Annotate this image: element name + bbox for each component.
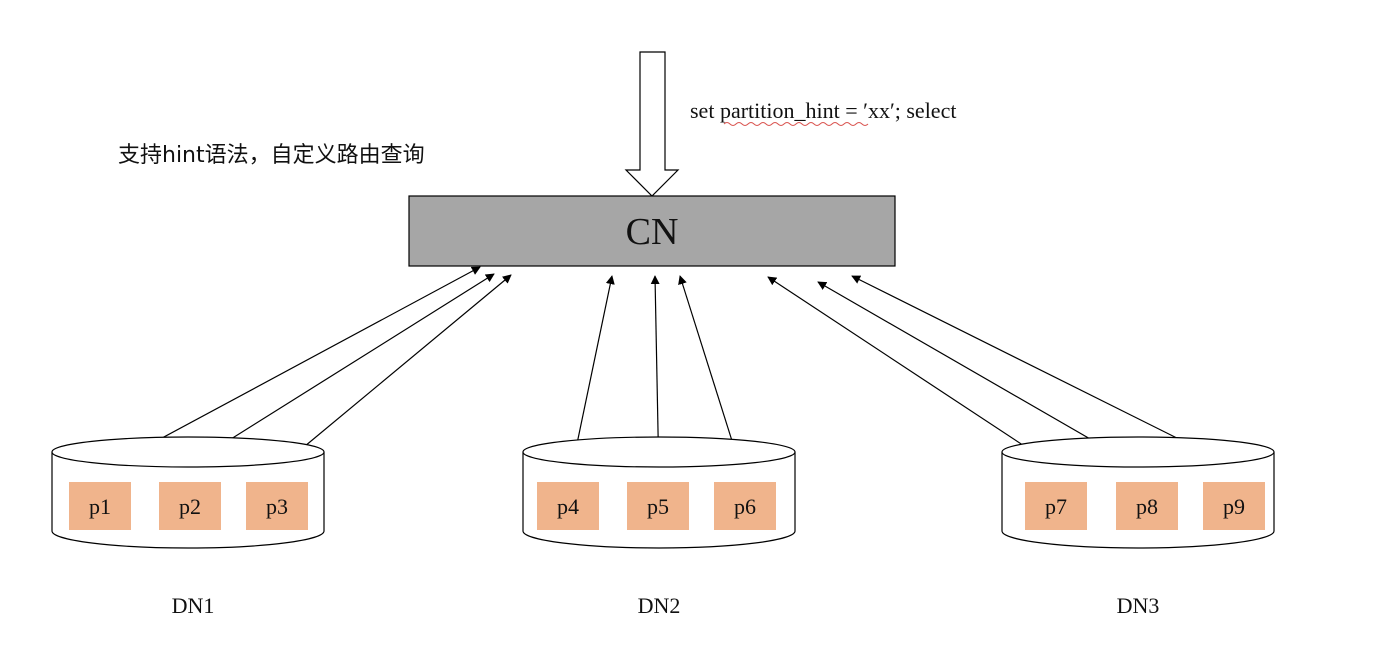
partition-box	[246, 482, 308, 530]
incoming-query-arrow	[624, 51, 680, 197]
dn2-node: p4 p5 p6 DN2	[522, 436, 796, 618]
arrow-p2-to-cn	[187, 273, 495, 467]
partition-label: p6	[734, 494, 756, 519]
partition-box	[1116, 482, 1178, 530]
dn3-node: p7 p8 p9 DN3	[1001, 436, 1275, 618]
dn2-label: DN2	[638, 593, 681, 618]
partition-label: p3	[266, 494, 288, 519]
arrow-p1-to-cn	[109, 266, 481, 467]
arrow-p3-to-cn	[286, 274, 512, 462]
partition-box	[1203, 482, 1265, 530]
arrow-p7-to-cn	[767, 276, 1048, 462]
partition-label: p7	[1045, 494, 1067, 519]
partition-box	[159, 482, 221, 530]
partition-box	[1025, 482, 1087, 530]
dn1-cylinder-top	[51, 436, 325, 468]
arrow-p8-to-cn	[817, 281, 1138, 467]
sql-suffix: = ′xx′; select	[840, 98, 957, 123]
partition-box	[627, 482, 689, 530]
dn1-label: DN1	[172, 593, 215, 618]
caption-text: 支持hint语法，自定义路由查询	[118, 143, 425, 168]
spellcheck-underline	[723, 122, 869, 126]
partition-label: p1	[89, 494, 111, 519]
partition-box	[714, 482, 776, 530]
sql-keyword: partition_hint	[720, 98, 840, 123]
partition-label: p2	[179, 494, 201, 519]
dn2-cylinder-top	[522, 436, 796, 468]
cn-box	[408, 195, 896, 267]
dn3-label: DN3	[1117, 593, 1160, 618]
partition-label: p9	[1223, 494, 1245, 519]
partition-label: p4	[557, 494, 579, 519]
partition-box	[537, 482, 599, 530]
dn1-node: p1 p2 p3 DN1	[51, 436, 325, 618]
partition-label: p8	[1136, 494, 1158, 519]
cn-label: CN	[626, 211, 679, 253]
sql-hint-text: set partition_hint = ′xx′; select	[690, 98, 956, 123]
routing-arrows	[109, 266, 1234, 483]
partition-box	[69, 482, 131, 530]
sql-prefix: set	[690, 98, 720, 123]
dn3-cylinder-top	[1001, 436, 1275, 468]
partition-label: p5	[647, 494, 669, 519]
arrow-p9-to-cn	[851, 275, 1234, 467]
